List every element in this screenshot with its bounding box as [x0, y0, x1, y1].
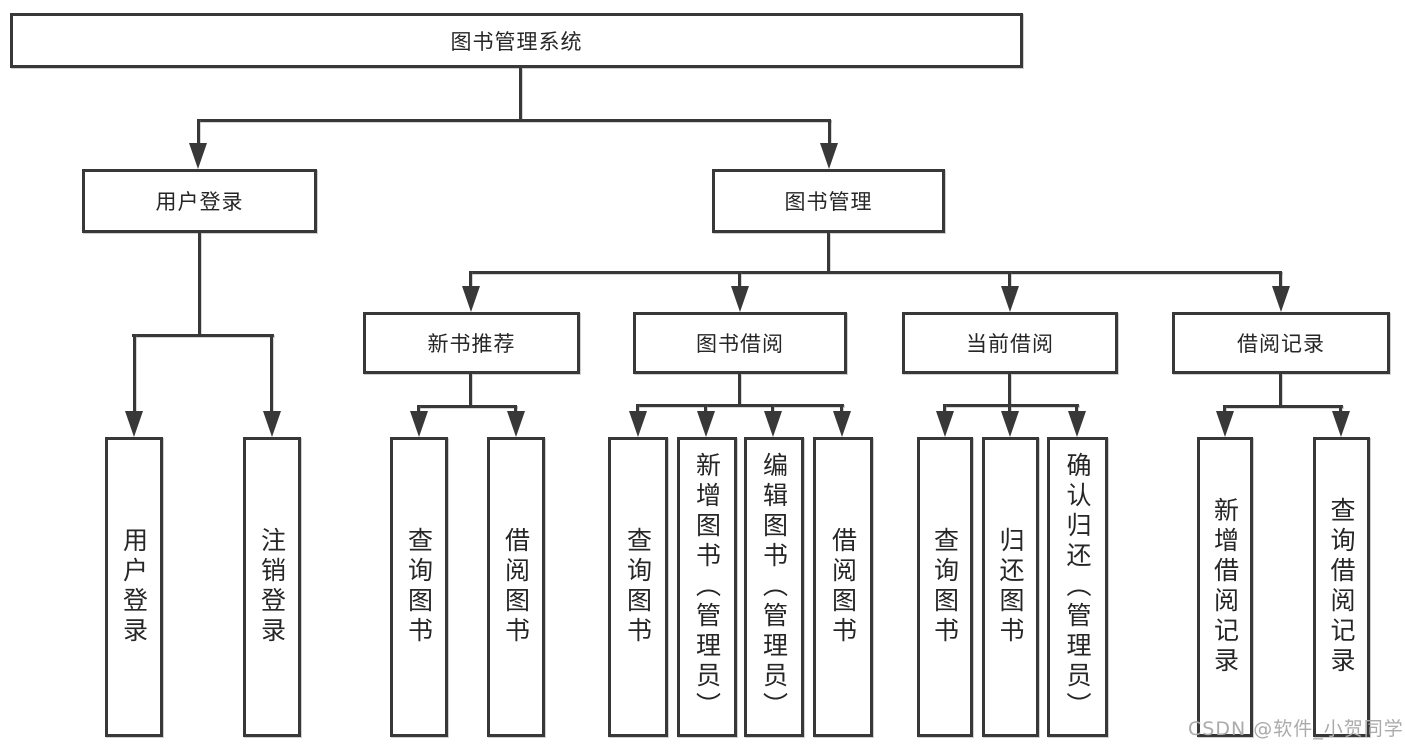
arrowhead-icon [507, 411, 525, 437]
edge-drop-logout-action [270, 334, 273, 414]
edge-new-book-rec-stem [469, 374, 472, 407]
leaf-label: 新增借阅记录 [1210, 497, 1240, 677]
node-book-borrow-label: 图书借阅 [696, 332, 784, 356]
arrowhead-icon [1001, 286, 1019, 312]
arrowhead-icon [936, 411, 954, 437]
edge-book-mgmt-stem [827, 233, 830, 273]
node-current-borrow-label: 当前借阅 [966, 332, 1054, 356]
edge-drop [1339, 405, 1342, 413]
leaf-query-borrow-record: 查询借阅记录 [1313, 437, 1370, 737]
leaf-rec-query-book: 查询图书 [390, 437, 448, 737]
node-user-login: 用户登录 [82, 169, 317, 233]
arrowhead-icon [462, 286, 480, 312]
edge-drop-borrow-records [1279, 271, 1282, 288]
edge-drop [840, 404, 843, 413]
arrowhead-icon [764, 411, 782, 437]
node-root: 图书管理系统 [10, 13, 1023, 68]
csdn-watermark: CSDN @软件_小贺同学 [1188, 718, 1404, 740]
edge-drop [514, 405, 517, 413]
leaf-borrow-query-book: 查询图书 [608, 437, 668, 737]
edge-user-login-rail [132, 334, 274, 337]
arrowhead-icon [731, 286, 749, 312]
leaf-label: 新增图书（管理员） [692, 452, 722, 722]
edge-book-mgmt-rail [470, 271, 1282, 274]
node-root-label: 图书管理系统 [450, 29, 583, 54]
edge-root-rail [197, 119, 831, 122]
leaf-user-login: 用户登录 [105, 437, 163, 737]
arrowhead-icon [263, 411, 281, 437]
leaf-edit-book-admin: 编辑图书（管理员） [744, 437, 804, 737]
edge-user-login-stem [198, 233, 201, 336]
leaf-label: 查询图书 [930, 527, 960, 647]
leaf-borrow-book: 借阅图书 [813, 437, 873, 737]
leaf-confirm-return-admin: 确认归还（管理员） [1047, 437, 1108, 737]
arrowhead-icon [1001, 411, 1019, 437]
node-current-borrow: 当前借阅 [902, 312, 1118, 374]
node-book-mgmt-label: 图书管理 [784, 190, 873, 214]
edge-drop [1223, 405, 1226, 413]
arrowhead-icon [1216, 411, 1234, 437]
leaf-label: 确认归还（管理员） [1063, 452, 1092, 722]
edge-current-borrow-rail [943, 404, 1079, 407]
edge-drop-user-login [197, 119, 200, 146]
leaf-label: 注销登录 [257, 527, 287, 647]
arrowhead-icon [189, 143, 207, 169]
arrowhead-icon [125, 411, 143, 437]
edge-book-borrow-rail [636, 404, 844, 407]
edge-drop [1075, 404, 1078, 413]
leaf-current-query-book: 查询图书 [917, 437, 973, 737]
leaf-rec-borrow-book: 借阅图书 [487, 437, 545, 737]
arrowhead-icon [410, 411, 428, 437]
edge-new-book-rec-rail [417, 405, 517, 408]
edge-current-borrow-stem [1008, 374, 1011, 406]
arrowhead-icon [697, 411, 715, 437]
leaf-label: 归还图书 [996, 527, 1025, 647]
arrowhead-icon [1332, 411, 1350, 437]
node-book-borrow: 图书借阅 [633, 312, 847, 374]
edge-book-borrow-stem [738, 374, 741, 406]
leaf-label: 编辑图书（管理员） [759, 452, 789, 722]
leaf-label: 查询借阅记录 [1327, 497, 1356, 677]
leaf-return-book: 归还图书 [982, 437, 1039, 737]
edge-root-stem [519, 68, 522, 121]
edge-borrow-records-stem [1279, 374, 1282, 407]
edge-drop [417, 405, 420, 413]
leaf-label: 借阅图书 [501, 527, 531, 647]
node-borrow-records: 借阅记录 [1172, 312, 1390, 374]
leaf-label: 查询图书 [623, 527, 653, 647]
leaf-add-book-admin: 新增图书（管理员） [677, 437, 737, 737]
edge-drop-current-borrow [1008, 271, 1011, 288]
arrowhead-icon [1068, 411, 1086, 437]
leaf-label: 查询图书 [404, 527, 434, 647]
edge-drop [943, 404, 946, 413]
edge-borrow-records-rail [1223, 405, 1343, 408]
arrowhead-icon [833, 411, 851, 437]
node-book-mgmt: 图书管理 [712, 169, 945, 233]
edge-drop [636, 404, 639, 413]
node-borrow-records-label: 借阅记录 [1237, 332, 1325, 356]
edge-drop-book-mgmt [828, 119, 831, 146]
leaf-label: 用户登录 [119, 527, 149, 647]
leaf-add-borrow-record: 新增借阅记录 [1197, 437, 1253, 737]
edge-drop-book-borrow [738, 271, 741, 288]
node-new-book-rec-label: 新书推荐 [427, 332, 516, 356]
node-user-login-label: 用户登录 [155, 190, 244, 214]
arrowhead-icon [629, 411, 647, 437]
leaf-logout: 注销登录 [243, 437, 301, 737]
node-new-book-rec: 新书推荐 [363, 312, 580, 374]
edge-drop [704, 404, 707, 413]
edge-drop-new-book-rec [469, 271, 472, 288]
edge-drop [1008, 404, 1011, 413]
edge-drop-login-action [133, 334, 136, 414]
edge-drop [771, 404, 774, 413]
arrowhead-icon [1272, 286, 1290, 312]
leaf-label: 借阅图书 [828, 527, 858, 647]
arrowhead-icon [820, 143, 838, 169]
